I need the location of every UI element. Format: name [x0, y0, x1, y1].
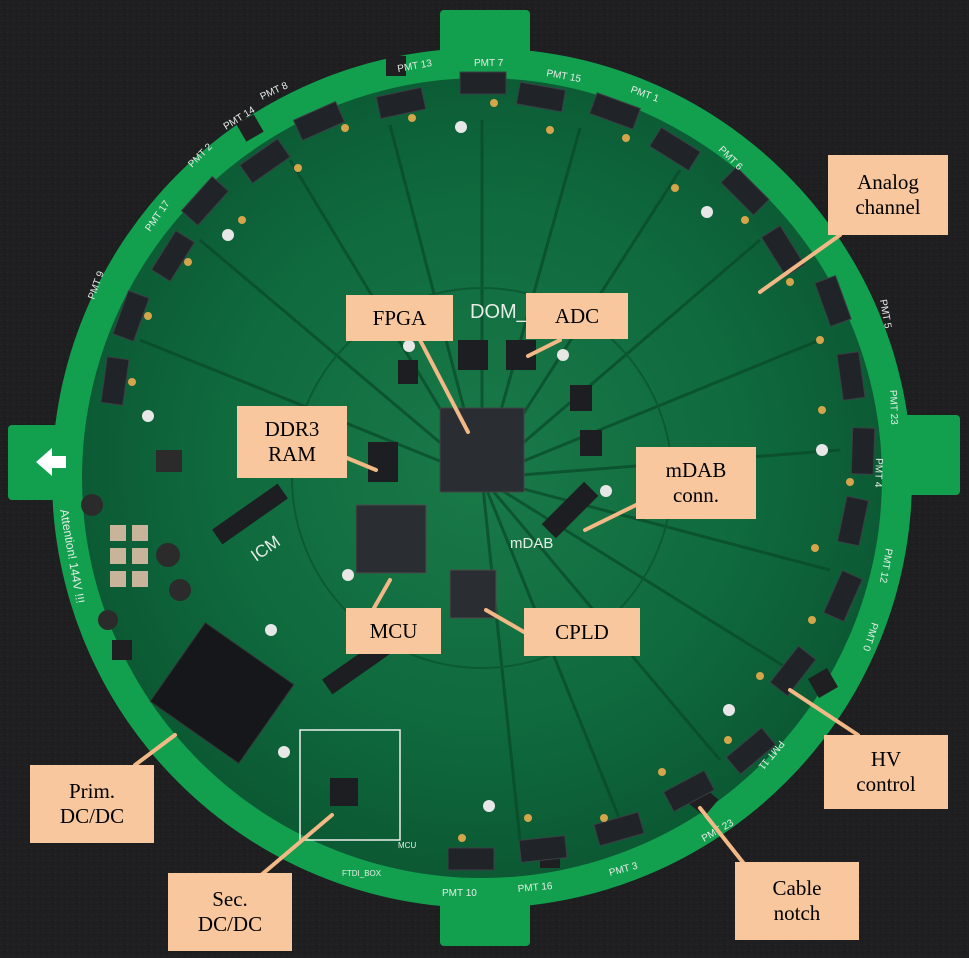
- svg-text:PMT 4: PMT 4: [872, 458, 884, 488]
- silkscreen-ftdi: FTDI_BOX: [342, 869, 382, 878]
- mounting-holes: [142, 121, 828, 812]
- svg-text:PMT 16: PMT 16: [517, 881, 553, 895]
- label-prim-dcdc: Prim. DC/DC: [30, 765, 154, 843]
- chips: [149, 340, 602, 841]
- svg-text:PMT 7: PMT 7: [474, 58, 504, 69]
- silkscreen-mdab: mDAB: [510, 535, 553, 552]
- label-cable-notch: Cable notch: [735, 862, 859, 940]
- left-arrow-icon: [36, 448, 66, 476]
- mdab-connector: [541, 481, 599, 539]
- silkscreen-mcu: MCU: [398, 841, 416, 850]
- svg-text:PMT 23: PMT 23: [887, 390, 899, 426]
- label-analog-channel: Analog channel: [828, 155, 948, 235]
- label-ddr3-ram: DDR3 RAM: [237, 406, 347, 478]
- inductors: [81, 450, 191, 630]
- sec-dcdc-module: [299, 729, 401, 841]
- sma-pads: [128, 99, 854, 842]
- svg-text:PMT 10: PMT 10: [442, 888, 477, 899]
- power-components: [110, 525, 148, 587]
- label-hv-control: HV control: [824, 735, 948, 809]
- mcu-chip: [355, 504, 427, 574]
- label-mcu: MCU: [346, 608, 441, 654]
- label-sec-dcdc: Sec. DC/DC: [168, 873, 292, 951]
- svg-text:PMT 5: PMT 5: [877, 299, 893, 330]
- label-adc: ADC: [526, 293, 628, 339]
- label-fpga: FPGA: [346, 295, 453, 341]
- ddr3-chip: [368, 442, 398, 482]
- cpld-chip: [449, 569, 497, 619]
- adc-chip: [506, 340, 536, 370]
- adc-chip-2: [458, 340, 488, 370]
- label-mdab-conn: mDAB conn.: [636, 447, 756, 519]
- heatsink: [149, 622, 295, 764]
- fpga-chip: [439, 407, 525, 493]
- label-cpld: CPLD: [524, 608, 640, 656]
- icm-connector: [212, 483, 288, 545]
